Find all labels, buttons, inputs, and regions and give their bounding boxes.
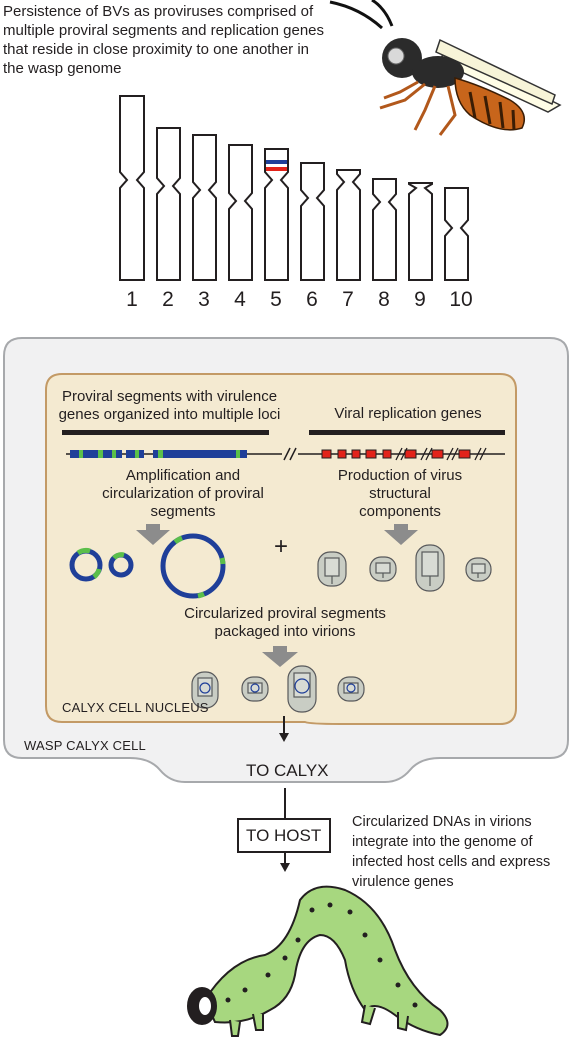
packaged-virions <box>191 665 365 713</box>
chromosome-label-6: 6 <box>306 288 318 311</box>
to-host-label: TO HOST <box>246 826 322 845</box>
chromosome-label-7: 7 <box>342 288 354 311</box>
chromosome-10 <box>444 187 469 281</box>
chromosome-label-1: 1 <box>126 288 138 311</box>
packaged-text: Circularized proviral segments packaged … <box>184 605 386 640</box>
locus-band-blue <box>266 160 287 164</box>
chromosome-5 <box>264 148 289 281</box>
chromosome-4 <box>228 144 253 281</box>
segments-heading: Proviral segments with virulence genes o… <box>58 388 281 423</box>
chromosome-3 <box>192 134 217 281</box>
chromosome-label-2: 2 <box>162 288 174 311</box>
calyx-cell-nucleus <box>45 373 517 725</box>
chromosome-8 <box>372 178 397 281</box>
proviral-segments <box>70 450 247 458</box>
replication-bar <box>309 430 505 435</box>
to-host-box <box>237 818 331 853</box>
locus-band-red <box>266 167 287 171</box>
chromosome-label-5: 5 <box>270 288 282 311</box>
chromosome-2 <box>156 127 181 281</box>
break-mark <box>283 447 297 461</box>
wasp-illustration <box>329 0 562 136</box>
chromosome-label-4: 4 <box>234 288 246 311</box>
amplification-text: Amplification and circularization of pro… <box>102 467 264 520</box>
segments-bar <box>62 430 269 435</box>
production-text: Production of virus structural component… <box>337 467 463 520</box>
chromosome-1 <box>119 95 145 281</box>
host-text: Circularized DNAs in virions integrate i… <box>352 814 551 890</box>
replication-heading: Viral replication genes <box>334 405 482 422</box>
process-arrows <box>136 524 418 667</box>
locus-band-white <box>266 164 287 167</box>
intro-text: Persistence of BVs as proviruses compris… <box>3 3 325 77</box>
chromosome-7 <box>336 169 361 281</box>
replication-genes <box>321 449 471 459</box>
chromosome-label-3: 3 <box>198 288 210 311</box>
chromosome-label-10: 10 <box>449 288 473 311</box>
cell-label: WASP CALYX CELL <box>24 738 146 753</box>
nucleus-label: CALYX CELL NUCLEUS <box>62 700 209 715</box>
chromosome-6 <box>300 162 325 281</box>
plus-sign: + <box>274 533 289 560</box>
empty-virions <box>317 544 492 592</box>
chromosome-label-9: 9 <box>414 288 426 311</box>
chromosome-set <box>119 95 469 281</box>
chromosome-label-8: 8 <box>378 288 390 311</box>
caterpillar-illustration <box>187 885 449 1037</box>
flow-arrows <box>279 716 290 872</box>
to-calyx-label: TO CALYX <box>246 761 329 780</box>
chromosome-9 <box>408 182 433 281</box>
circular-segments <box>69 533 226 599</box>
